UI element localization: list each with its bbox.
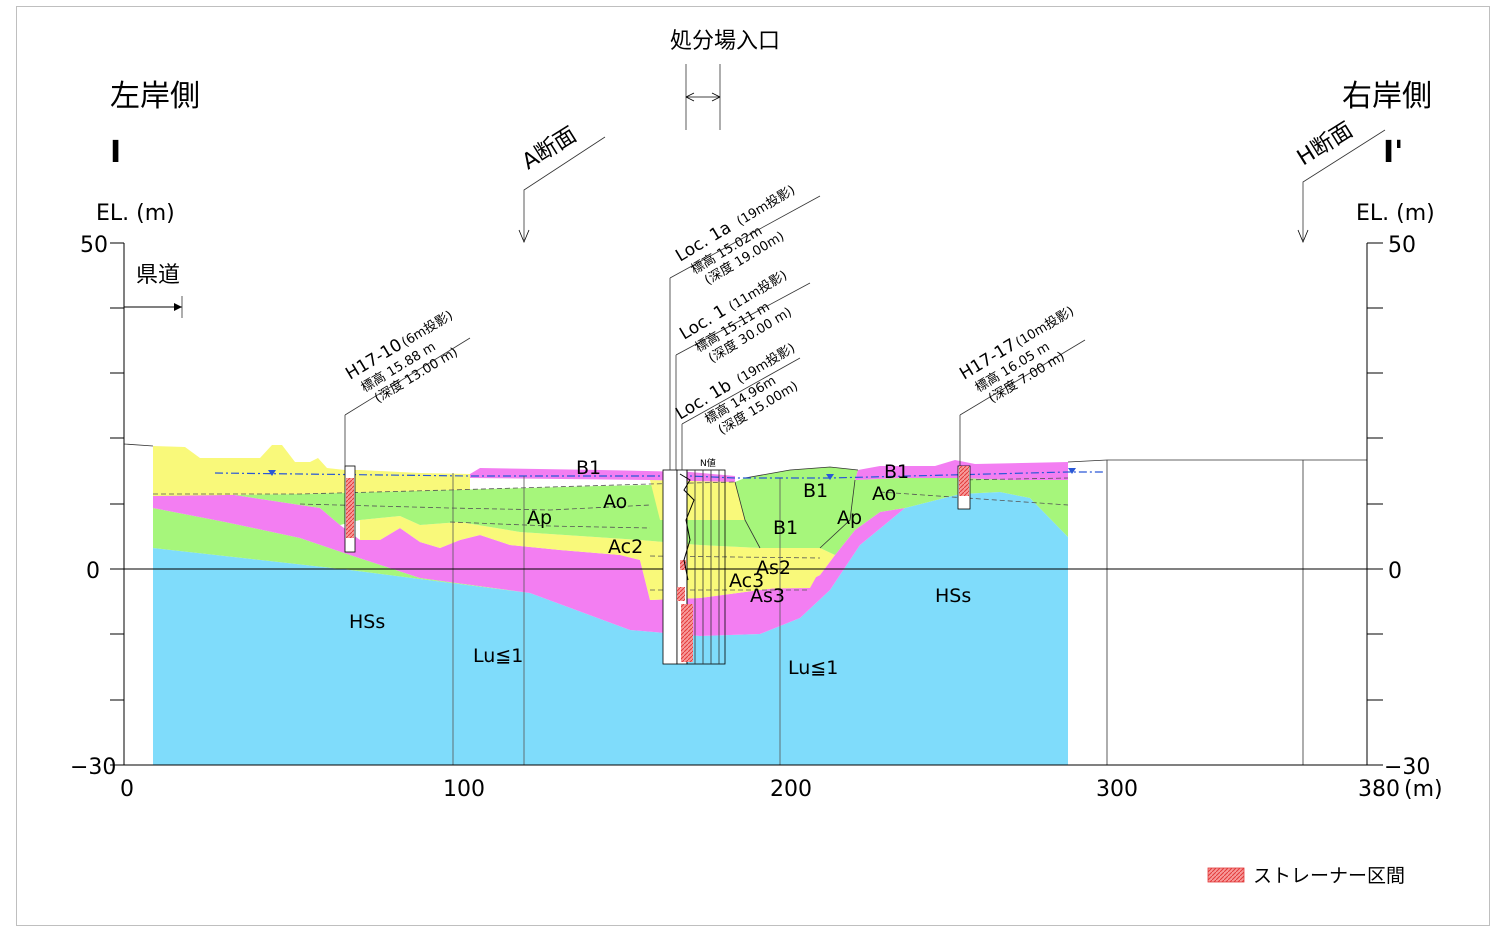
x-tick-200: 200: [770, 777, 812, 802]
x-tick-100: 100: [443, 777, 485, 802]
layer-label-lu-1: Lu≦1: [473, 645, 523, 667]
layer-label-as2: As2: [756, 557, 791, 579]
right-side-label: 右岸側: [1342, 79, 1432, 114]
entrance-title: 処分場入口: [670, 29, 780, 54]
road-label: 県道: [136, 263, 180, 288]
y-axis-label-left: EL. (m): [96, 201, 175, 226]
layer-b1-green: [735, 467, 858, 548]
layer-label-ap-2: Ap: [837, 507, 862, 529]
layer-label-ap-1: Ap: [527, 507, 552, 529]
layer-label-b1-1: B1: [576, 457, 601, 479]
x-tick-0: 0: [120, 777, 134, 802]
layer-b1-top: [153, 445, 470, 496]
layer-label-ac3: Ac3: [729, 570, 764, 592]
layer-green-lower: [153, 508, 530, 593]
left-side-label: 左岸側: [110, 79, 200, 114]
y-tick-50-left: 50: [80, 233, 108, 258]
left-side-mark: I: [110, 135, 121, 170]
y-tick-minus30-right: −30: [1384, 755, 1430, 780]
borehole-loc1a-proj: (19m投影): [734, 182, 798, 229]
y-axis-label-right: EL. (m): [1356, 201, 1435, 226]
layer-label-ac2: Ac2: [608, 536, 643, 558]
layer-as: [650, 570, 820, 590]
layer-label-as3: As3: [750, 585, 785, 607]
layer-label-b1-2: B1: [803, 480, 828, 502]
y-tick-minus30-left: −30: [70, 755, 116, 780]
layer-label-ao-2: Ao: [872, 483, 896, 505]
layer-label-hss-1: HSs: [349, 611, 385, 633]
x-axis-unit: (m): [1404, 777, 1443, 802]
n-value-label: N値: [700, 457, 716, 469]
x-tick-300: 300: [1096, 777, 1138, 802]
y-tick-0-left: 0: [86, 559, 100, 584]
layer-ao-ap: [153, 478, 1068, 555]
layer-label-b1-4: B1: [884, 461, 909, 483]
layer-label-ao-1: Ao: [603, 491, 627, 513]
y-tick-50-right: 50: [1388, 233, 1416, 258]
layer-hss-lu: [153, 492, 1068, 765]
layer-magenta: [153, 492, 905, 636]
legend-label: ストレーナー区間: [1253, 865, 1405, 887]
layer-label-b1-3: B1: [773, 517, 798, 539]
section-a-label: A断面: [518, 123, 581, 175]
section-h-label: H断面: [1293, 118, 1358, 171]
right-side-mark: I': [1383, 135, 1403, 170]
layer-label-lu-2: Lu≦1: [788, 657, 838, 679]
y-tick-0-right: 0: [1388, 559, 1402, 584]
x-tick-380: 380: [1358, 777, 1400, 802]
layer-label-hss-2: HSs: [935, 585, 971, 607]
